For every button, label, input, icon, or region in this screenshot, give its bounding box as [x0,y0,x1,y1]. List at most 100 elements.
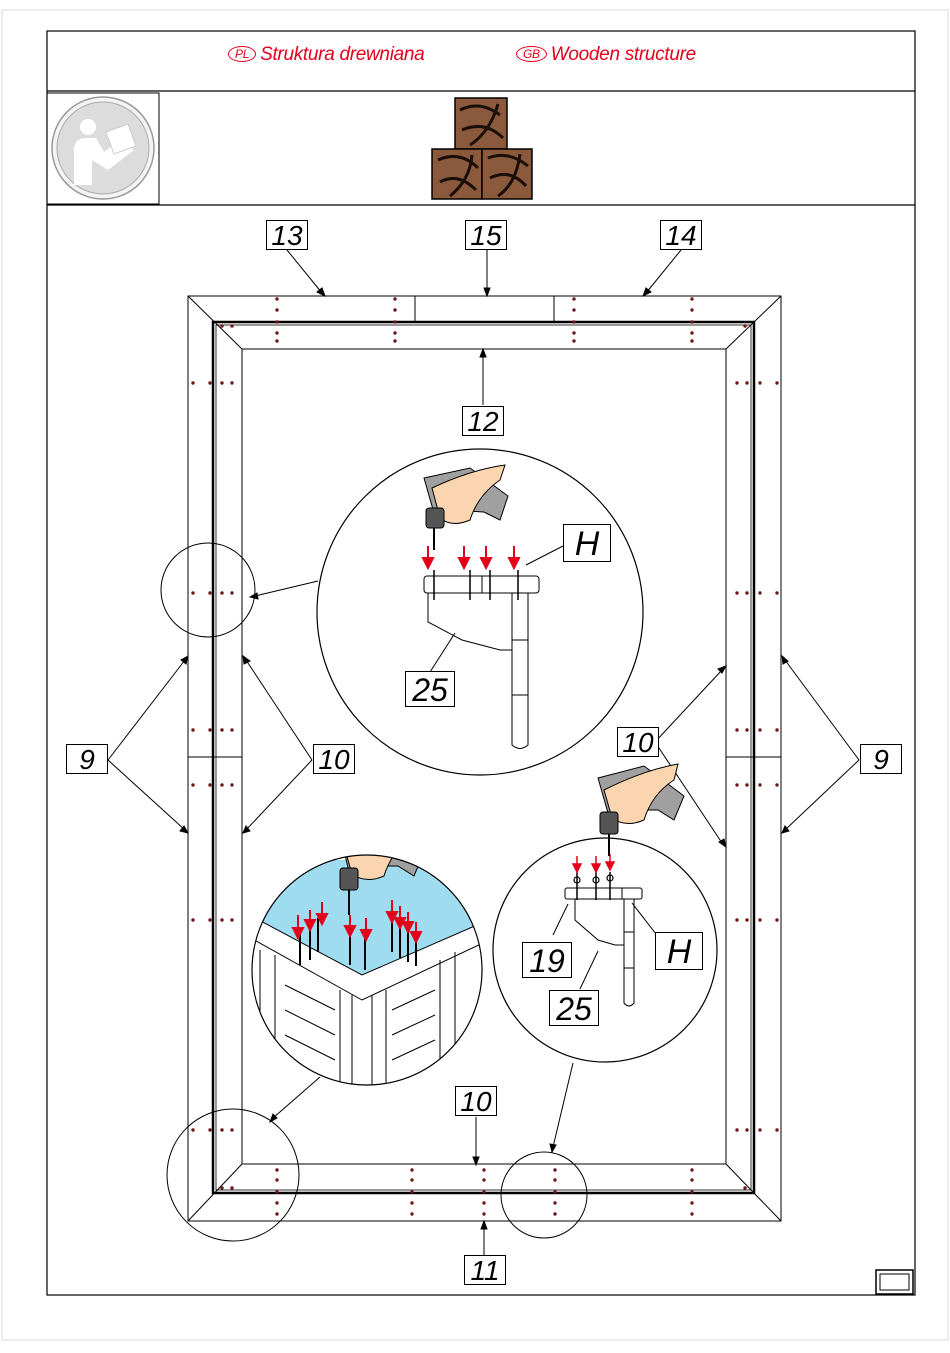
screw-dot [745,1128,748,1131]
screw-dot [220,1186,223,1189]
pl-title-text: Struktura drewniana [260,44,424,65]
screw-dot [735,783,738,786]
screw-dot [758,381,761,384]
screw-dot [220,728,223,731]
screw-dot [220,918,223,921]
screw-dot [275,308,278,311]
part-label-right-inner: 10 [617,727,659,757]
screw-dot [275,339,278,342]
read-manual-icon [52,97,154,199]
screw-dot [393,320,396,323]
screw-dot [275,1178,278,1181]
screw-dot [230,918,233,921]
screw-dot [745,728,748,731]
screw-dot [230,783,233,786]
screw-dot [230,381,233,384]
screw-dot [553,1212,556,1215]
screw-dot [275,331,278,334]
screw-dot [775,728,778,731]
screw-dot [410,1190,413,1193]
screw-dot [690,331,693,334]
screw-dot [735,918,738,921]
screw-dot [775,381,778,384]
screw-dot [393,331,396,334]
part-label-bottom-inner: 10 [455,1086,497,1116]
screw-dot [482,1168,485,1171]
screw-dot [410,1178,413,1181]
screw-dot [275,1201,278,1204]
screw-dot [230,728,233,731]
screw-dot [572,308,575,311]
screw-dot [745,783,748,786]
title-pl: PLStruktura drewniana [228,44,424,66]
pl-badge: PL [228,46,256,62]
screw-dot [191,728,194,731]
screw-dot [220,591,223,594]
screw-dot [191,591,194,594]
screw-dot [393,308,396,311]
screw-dot [191,381,194,384]
screw-dot [410,1201,413,1204]
detail-circle-right [493,764,717,1062]
screw-dot [775,918,778,921]
part-label-detail-right: 19 [522,942,572,978]
screw-dot [775,1128,778,1131]
screw-dot [393,297,396,300]
part-label-top-right: 14 [660,220,702,250]
screw-dot [482,1201,485,1204]
screw-dot [735,591,738,594]
screw-dot [690,1212,693,1215]
screw-dot [410,1168,413,1171]
screw-dot [758,918,761,921]
screw-dot [410,1212,413,1215]
detail-circle-corner [240,820,500,1090]
screw-dot [743,324,746,327]
screw-dot [275,320,278,323]
screw-dot [690,297,693,300]
screw-dot [745,918,748,921]
screw-dot [220,783,223,786]
screw-dot [275,1190,278,1193]
screw-dot [690,339,693,342]
screw-dot [220,381,223,384]
screw-dot [208,1128,211,1131]
page-number-box [876,1270,913,1294]
screw-dot [275,1168,278,1171]
screw-dot [191,1128,194,1131]
screw-dot [482,1178,485,1181]
screw-dot [208,591,211,594]
screw-dot [208,918,211,921]
screw-dot [553,1168,556,1171]
screw-dot [758,591,761,594]
screw-dot [482,1190,485,1193]
screw-dot [208,728,211,731]
screw-dot [735,728,738,731]
screw-dot [220,1128,223,1131]
screw-dot [775,783,778,786]
screw-dot [553,1201,556,1204]
screw-dot [553,1178,556,1181]
screw-dot [553,1190,556,1193]
screw-dot [690,320,693,323]
screw-dot [572,339,575,342]
screw-dot [230,324,233,327]
screw-dot [482,1212,485,1215]
screw-dot [690,308,693,311]
screw-dot [758,783,761,786]
screw-dot [735,1128,738,1131]
hardware-label-detail-right: H [655,932,703,970]
screw-dot [572,320,575,323]
screw-dot [220,324,223,327]
screw-dot [275,1212,278,1215]
hardware-label-detail-top: H [563,524,611,562]
bracket-label-detail-right: 25 [549,990,599,1026]
screw-dot [191,783,194,786]
screw-dot [690,1201,693,1204]
screw-dot [208,783,211,786]
gb-title-text: Wooden structure [551,44,696,65]
wood-blocks-icon [432,98,532,199]
screw-dot [758,1128,761,1131]
screw-dot [743,1186,746,1189]
screw-dot [275,297,278,300]
